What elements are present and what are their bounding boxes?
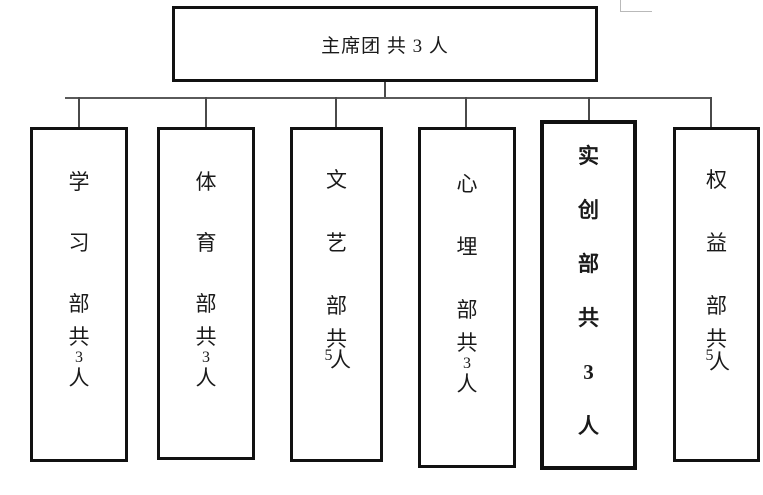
dept-char: 实	[578, 144, 599, 168]
connector-drop-1	[78, 97, 80, 127]
dept-char: 体	[195, 170, 217, 194]
connector-drop-2	[205, 97, 207, 127]
connector-stem	[384, 82, 386, 98]
dept-char: 习	[68, 231, 90, 255]
dept-node-xuexi[interactable]: 学 习 部 共 3 人	[30, 127, 128, 462]
dept-char: 共	[68, 325, 90, 349]
dept-char: 人	[330, 348, 351, 372]
dept-char-count: 5	[705, 347, 714, 364]
connector-drop-4	[465, 97, 467, 127]
dept-label-shichuang: 实 创 部 共 3 人	[578, 124, 599, 437]
dept-char: 埋	[456, 235, 478, 259]
dept-char: 人	[68, 366, 90, 390]
dept-char: 部	[68, 292, 90, 316]
dept-char: 人	[578, 414, 599, 438]
dept-char: 共	[456, 331, 478, 355]
dept-char: 部	[326, 294, 347, 318]
dept-char: 学	[68, 170, 90, 194]
connector-drop-5	[588, 97, 590, 123]
dept-char-count: 3	[202, 349, 210, 366]
dept-node-xinli[interactable]: 心 埋 部 共 3 人	[418, 127, 516, 468]
root-node-presidium[interactable]: 主席团 共 3 人	[172, 6, 598, 82]
dept-char: 部	[195, 292, 217, 316]
dept-char: 共	[326, 327, 347, 351]
dept-char-count: 3	[75, 349, 83, 366]
dept-char-count: 3	[463, 355, 471, 372]
dept-char: 部	[706, 294, 727, 318]
dept-char: 人	[456, 372, 478, 396]
dept-node-tiyu[interactable]: 体 育 部 共 3 人	[157, 127, 255, 460]
dept-char: 人	[709, 350, 730, 374]
dept-label-quanyi: 权 益 部 共 5 人	[703, 130, 731, 374]
connector-drop-6	[710, 97, 712, 127]
dept-node-quanyi[interactable]: 权 益 部 共 5 人	[673, 127, 760, 462]
dept-label-xuexi: 学 习 部 共 3 人	[69, 130, 90, 389]
dept-char: 共	[706, 327, 727, 351]
stray-line-artifact	[620, 0, 652, 12]
dept-char: 艺	[326, 231, 347, 255]
dept-node-wenyi[interactable]: 文 艺 部 共 5 人	[290, 127, 383, 462]
dept-label-wenyi: 文 艺 部 共 5 人	[322, 130, 352, 372]
dept-char: 共	[195, 325, 217, 349]
dept-char-count: 3	[583, 360, 594, 384]
dept-char: 部	[456, 298, 478, 322]
dept-node-shichuang[interactable]: 实 创 部 共 3 人	[540, 120, 637, 470]
dept-char: 权	[706, 168, 727, 192]
dept-char-count: 5	[324, 347, 333, 364]
dept-char: 育	[195, 231, 217, 255]
dept-char: 共	[578, 306, 599, 330]
connector-drop-3	[335, 97, 337, 127]
dept-char: 心	[456, 172, 478, 196]
dept-label-xinli: 心 埋 部 共 3 人	[457, 130, 478, 395]
dept-char: 文	[326, 168, 347, 192]
dept-char: 益	[706, 231, 727, 255]
root-node-label: 主席团 共 3 人	[321, 35, 449, 57]
connector-bus	[65, 97, 711, 99]
dept-label-tiyu: 体 育 部 共 3 人	[196, 130, 217, 389]
dept-char: 创	[578, 198, 599, 222]
dept-char: 人	[195, 366, 217, 390]
dept-char: 部	[578, 252, 599, 276]
